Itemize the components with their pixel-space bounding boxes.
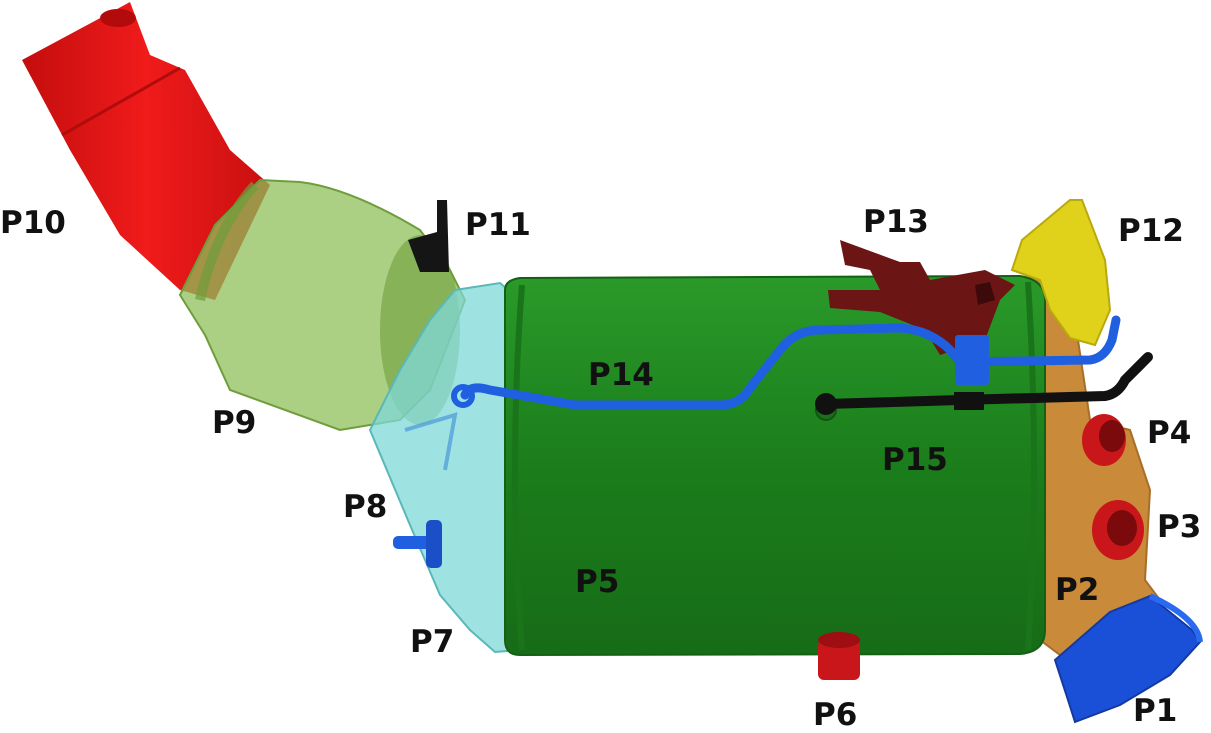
drain-boss-p6 [818, 632, 860, 680]
pipe-p14 [451, 315, 1121, 410]
label-p7: P7 [410, 624, 455, 660]
label-p12: P12 [1118, 213, 1184, 249]
label-p8: P8 [343, 489, 388, 525]
label-p13: P13 [863, 204, 929, 240]
label-p10: P10 [0, 205, 66, 241]
label-p1: P1 [1133, 693, 1178, 729]
inlet-pipe-p10 [22, 2, 270, 300]
bracket-p12 [1010, 199, 1112, 347]
label-p9: P9 [212, 405, 257, 441]
label-p4: P4 [1147, 415, 1192, 451]
main-body-p5 [504, 274, 1046, 657]
label-p6: P6 [813, 697, 858, 733]
label-p3: P3 [1157, 509, 1202, 545]
sensor-boss-p4 [1082, 414, 1126, 466]
label-p14: P14 [588, 357, 654, 393]
bracket-p11 [408, 200, 449, 272]
sensor-port-p8 [393, 520, 442, 568]
bracket-p13 [828, 240, 1015, 355]
label-p15: P15 [882, 442, 948, 478]
label-p2: P2 [1055, 572, 1100, 608]
label-p5: P5 [575, 564, 620, 600]
outlet-flange-p1 [1053, 593, 1203, 724]
label-p11: P11 [465, 207, 531, 243]
sensor-boss-p3 [1092, 500, 1144, 560]
pipe-p15 [815, 352, 1153, 415]
